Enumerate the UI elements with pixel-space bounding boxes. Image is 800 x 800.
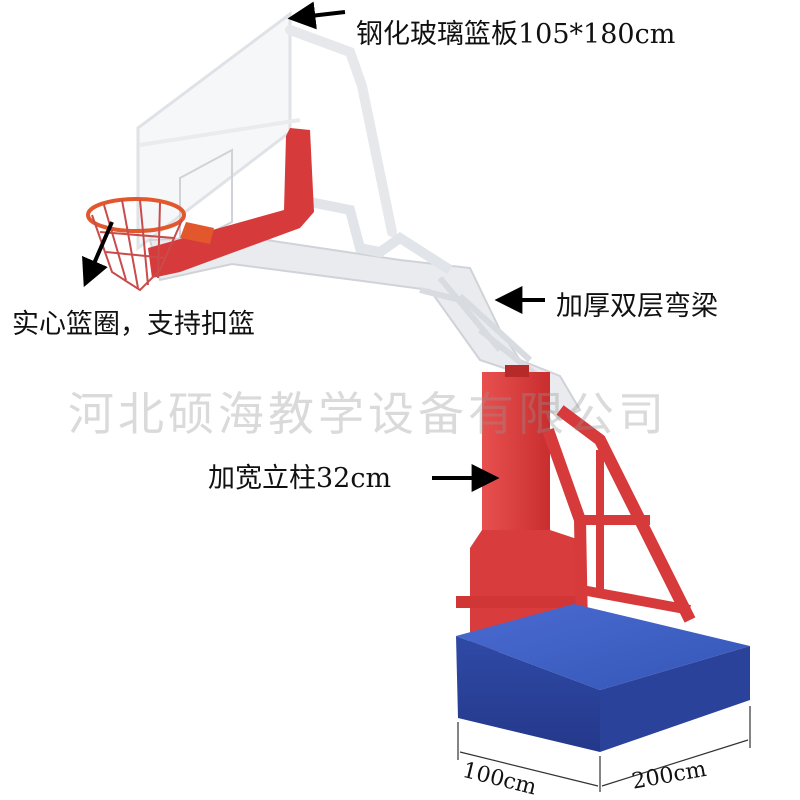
backboard-label: 钢化玻璃篮板105*180cm [356,19,676,50]
arrow-down-left-icon [82,221,114,288]
rear-support-frame [542,405,696,631]
rim-label: 实心篮圈，支持扣篮 [12,309,255,340]
basketball-rim [86,197,214,292]
dimension-lines [457,706,751,792]
arrow-left-icon [287,1,346,30]
backboard-padding [148,128,314,278]
watermark-text: 河北硕海教学设备有限公司 [68,387,668,441]
post-label: 加宽立柱32cm [208,463,392,494]
backboard [136,11,397,252]
boom-label: 加厚双层弯梁 [556,291,718,322]
blue-base [456,604,750,752]
